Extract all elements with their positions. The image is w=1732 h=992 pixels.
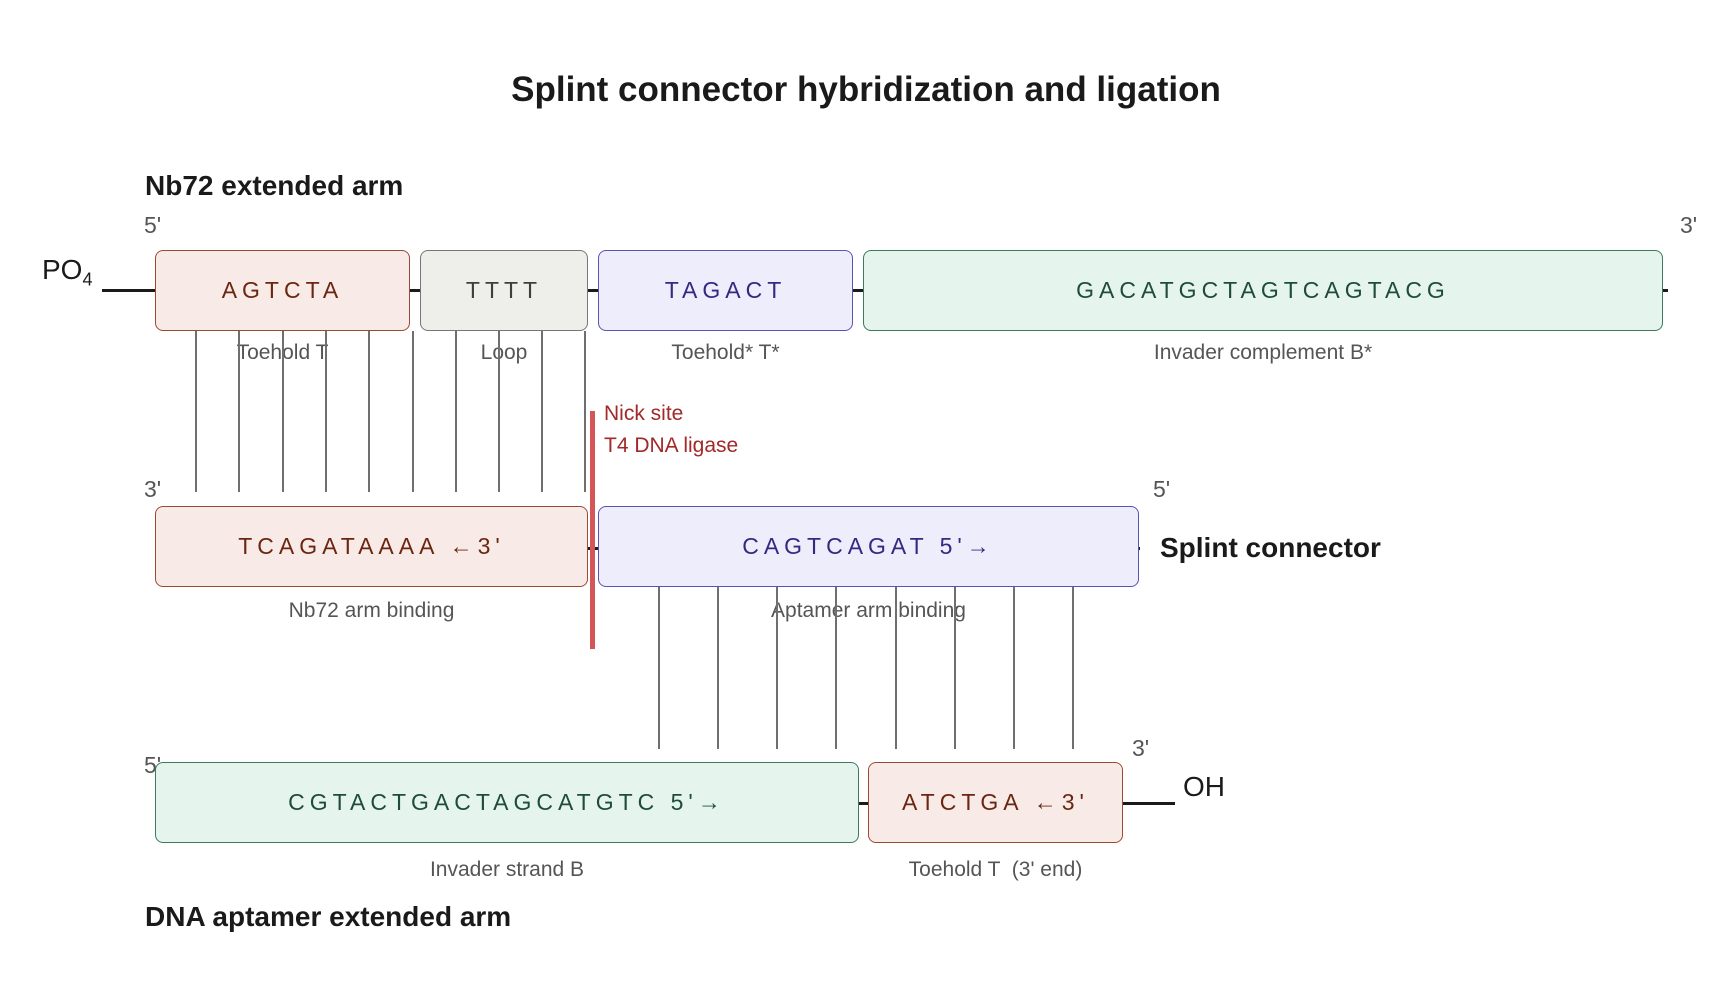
top-region-label-loop: Loop xyxy=(480,341,528,364)
base-pair-bond xyxy=(412,331,414,492)
base-pair-bond xyxy=(1013,587,1015,749)
top-strand-name: Nb72 extended arm xyxy=(145,170,404,201)
base-pair-bond xyxy=(325,331,327,492)
base-pair-bond xyxy=(368,331,370,492)
base-pair-bond xyxy=(195,331,197,492)
base-pair-bond xyxy=(717,587,719,749)
top-segment-invader-complement: GACATGCTAGTCAGTACG xyxy=(863,250,1663,331)
splint-region-label-nb72-binding: Nb72 arm binding xyxy=(288,599,455,622)
base-pair-bond xyxy=(895,587,897,749)
phosphate-modification-label: PO4 xyxy=(42,254,93,290)
bottom-segment-toehold-3-end: ATCTGA ←3' xyxy=(868,762,1123,843)
top-region-label-invader-complement: Invader complement B* xyxy=(1153,341,1373,364)
base-pair-bond xyxy=(282,331,284,492)
top-segment-loop: TTTT xyxy=(420,250,588,331)
top-strand-3-prime-label: 3' xyxy=(1680,212,1698,238)
bottom-strand-name: DNA aptamer extended arm xyxy=(145,901,512,932)
nick-site-label: Nick site xyxy=(604,402,684,425)
diagram-title: Splint connector hybridization and ligat… xyxy=(511,70,1221,109)
bottom-segment-invader-strand: CGTACTGACTAGCATGTC 5'→ xyxy=(155,762,859,843)
top-strand-5-prime-label: 5' xyxy=(144,212,162,238)
base-pair-bond xyxy=(835,587,837,749)
hydroxyl-modification-label: OH xyxy=(1183,771,1225,802)
top-segment-toehold-t: AGTCTA xyxy=(155,250,410,331)
splint-3-prime-label: 3' xyxy=(144,476,162,502)
base-pair-bond xyxy=(541,331,543,492)
base-pair-bond xyxy=(776,587,778,749)
bottom-region-label-invader-strand: Invader strand B xyxy=(429,858,585,881)
top-segment-toehold-star: TAGACT xyxy=(598,250,853,331)
splint-segment-aptamer-binding: CAGTCAGAT 5'→ xyxy=(598,506,1139,587)
bottom-region-label-toehold-3-end: Toehold T (3' end) xyxy=(908,858,1083,881)
base-pair-bond xyxy=(954,587,956,749)
base-pair-bond xyxy=(455,331,457,492)
base-pair-bond xyxy=(1072,587,1074,749)
top-region-label-toehold-star: Toehold* T* xyxy=(671,341,780,364)
splint-strand-name: Splint connector xyxy=(1160,532,1381,563)
base-pair-bond xyxy=(584,331,586,492)
base-pair-bond xyxy=(498,331,500,492)
base-pair-bond xyxy=(238,331,240,492)
bottom-strand-3-prime-label: 3' xyxy=(1132,735,1150,761)
splint-5-prime-label: 5' xyxy=(1153,476,1171,502)
base-pair-bond xyxy=(658,587,660,749)
nick-site-marker xyxy=(590,411,595,649)
splint-segment-nb72-binding: TCAGATAAAA ←3' xyxy=(155,506,588,587)
ligase-label: T4 DNA ligase xyxy=(604,434,739,457)
splint-region-label-aptamer-binding: Aptamer arm binding xyxy=(771,599,966,622)
